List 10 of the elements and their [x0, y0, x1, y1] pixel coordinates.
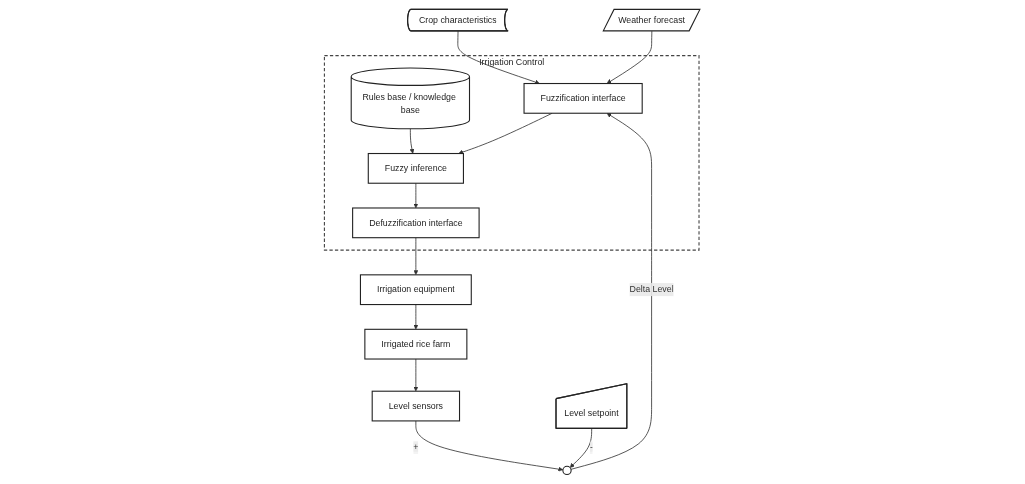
node-box: Fuzzification interface — [523, 83, 644, 114]
node-box: Level sensors — [372, 390, 461, 422]
edge-label: - — [590, 442, 594, 452]
node-box: Defuzzification interface — [352, 207, 480, 239]
edge-label: Delta Level — [629, 284, 674, 295]
node-box: Fuzzy inference — [368, 153, 465, 184]
node-circle — [562, 465, 572, 476]
node-box: Irrigation equipment — [360, 274, 473, 306]
node-box: Irrigated rice farm — [364, 328, 468, 360]
edge-label: + — [413, 442, 419, 452]
